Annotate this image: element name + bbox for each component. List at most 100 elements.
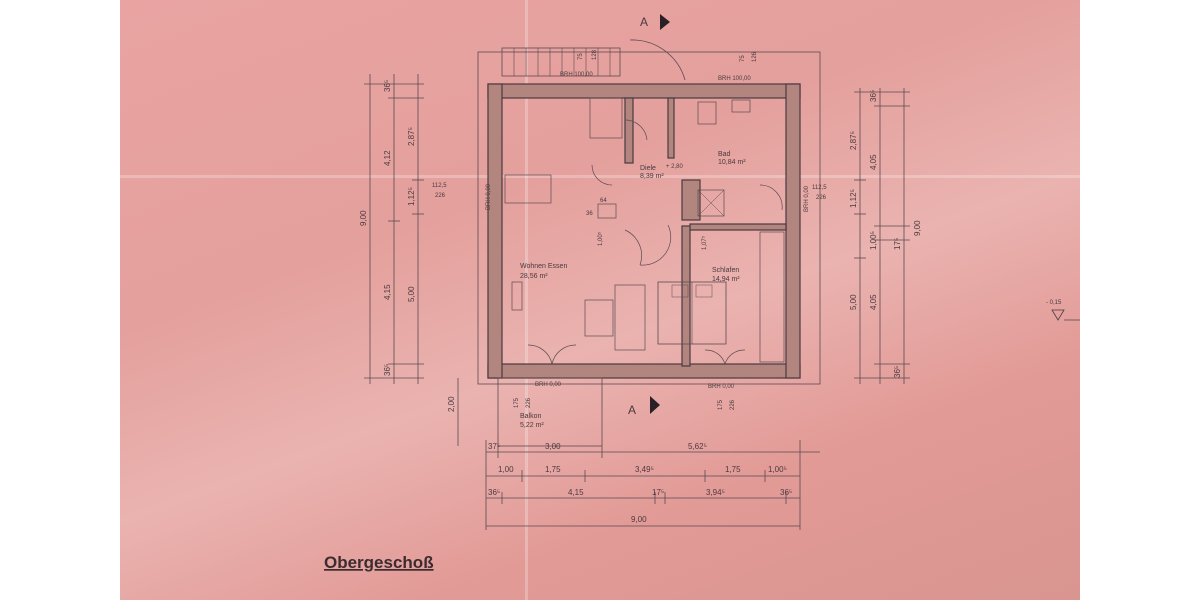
svg-text:3,94⁵: 3,94⁵ — [706, 488, 725, 497]
room-area-diele: 8,39 m² — [640, 173, 664, 180]
bath-partition — [667, 97, 675, 159]
dim-label: 128 — [592, 49, 598, 60]
svg-text:17⁵: 17⁵ — [893, 238, 902, 250]
dim-label: 175 — [514, 397, 520, 408]
dim-label: 75 — [578, 53, 584, 60]
svg-text:36⁵: 36⁵ — [488, 488, 500, 497]
level-label-diele: + 2,80 — [666, 164, 684, 170]
doors — [527, 39, 783, 365]
svg-text:A: A — [640, 15, 648, 29]
east-wall — [785, 83, 801, 379]
dimension-labels-left: 9,00 36⁵ 4,12 4,15 36⁵ 2,87⁵ 1,12⁵ 5,00 — [359, 80, 416, 376]
bedroom-partition-north — [689, 223, 787, 231]
svg-text:5,00: 5,00 — [407, 286, 416, 302]
room-label-schlafen: Schlafen — [712, 267, 739, 274]
sofa — [614, 284, 646, 351]
furniture — [504, 97, 785, 363]
svg-text:17⁵: 17⁵ — [652, 488, 664, 497]
plan-sheet: A A - 0,15 Wohnen Essen 28,56 m² Diele 8… — [120, 0, 1080, 600]
section-marker-top: A — [640, 14, 670, 30]
dimension-chain-left — [364, 74, 424, 384]
kitchen-partition — [624, 97, 634, 164]
brh-label: BRH 0,00 — [535, 382, 562, 388]
dim-label: 126 — [752, 51, 758, 62]
svg-text:1,12⁵: 1,12⁵ — [407, 187, 416, 206]
fold-crease — [120, 175, 1080, 178]
fold-crease — [525, 0, 528, 600]
brh-label: BRH 100,00 — [718, 76, 751, 82]
pillow — [671, 284, 689, 298]
svg-text:5,00: 5,00 — [849, 294, 858, 310]
svg-text:1,00⁵: 1,00⁵ — [869, 231, 878, 250]
washbasin — [731, 99, 751, 113]
dim-label: 226 — [526, 397, 532, 408]
dining-table — [504, 174, 552, 204]
floor-plan-drawing: A A - 0,15 Wohnen Essen 28,56 m² Diele 8… — [324, 14, 1080, 572]
svg-text:9,00: 9,00 — [631, 515, 647, 524]
dim-label: 226 — [730, 399, 736, 410]
west-wall — [487, 83, 503, 379]
svg-text:2,87⁵: 2,87⁵ — [407, 127, 416, 146]
dimension-labels-right: 2,87⁵ 1,12⁵ 1,00⁵ 5,00 36⁵ 4,05 17⁵ 4,05… — [849, 90, 922, 378]
dimension-chain-bottom — [485, 440, 820, 530]
shaft — [681, 179, 701, 221]
svg-text:36⁵: 36⁵ — [869, 90, 878, 102]
bedroom-partition-west — [681, 225, 691, 367]
stairs — [501, 47, 621, 77]
svg-text:1,00⁵: 1,00⁵ — [768, 465, 787, 474]
brh-label: BRH 0,00 — [486, 183, 492, 210]
room-label-balkon: Balkon — [520, 413, 542, 420]
room-area-schlafen: 14,94 m² — [712, 276, 740, 283]
svg-text:4,05: 4,05 — [869, 154, 878, 170]
room-area-balkon: 5,22 m² — [520, 422, 544, 429]
toilet — [697, 101, 717, 125]
svg-text:4,15: 4,15 — [568, 488, 584, 497]
dim-label: 1,00⁵ — [597, 231, 604, 246]
window-label: 226 — [435, 193, 446, 199]
coffee-table — [584, 299, 614, 337]
brh-label: BRH 0,00 — [804, 185, 810, 212]
window-label: 112,5 — [432, 183, 447, 189]
svg-text:9,00: 9,00 — [913, 220, 922, 236]
south-wall — [487, 363, 801, 379]
svg-text:9,00: 9,00 — [359, 210, 368, 226]
dim-label: 1,07⁵ — [701, 235, 708, 250]
exterior-walls — [487, 83, 801, 379]
dim-label: 36 — [586, 211, 593, 217]
svg-text:1,12⁵: 1,12⁵ — [849, 189, 858, 208]
dim-label: 2,00 — [447, 396, 456, 412]
svg-text:36⁵: 36⁵ — [780, 488, 792, 497]
shower — [697, 189, 725, 217]
svg-text:1,75: 1,75 — [545, 465, 561, 474]
room-area-wohnen: 28,56 m² — [520, 273, 548, 280]
svg-text:2,87⁵: 2,87⁵ — [849, 131, 858, 150]
svg-text:36⁵: 36⁵ — [383, 364, 392, 376]
sheet-title: Obergeschoß — [324, 553, 434, 572]
outline-frame — [477, 51, 821, 385]
dimension-labels-bottom: 37⁵ 3,00 5,62⁵ 1,00 1,75 3,49⁵ 1,75 1,00… — [488, 442, 792, 524]
kitchen-counter — [589, 97, 623, 139]
brh-label: BRH 0,00 — [708, 384, 735, 390]
dim-label: 64 — [600, 198, 607, 204]
svg-text:4,12: 4,12 — [383, 150, 392, 166]
dim-label: 175 — [718, 399, 724, 410]
tv-unit — [511, 281, 523, 311]
svg-text:37⁵: 37⁵ — [488, 442, 500, 451]
room-label-wohnen: Wohnen Essen — [520, 263, 567, 270]
svg-text:1,00: 1,00 — [498, 465, 514, 474]
brh-label: BRH 100,00 — [560, 72, 593, 78]
wardrobe — [759, 231, 785, 363]
svg-text:36⁵: 36⁵ — [893, 366, 902, 378]
room-area-bad: 10,84 m² — [718, 159, 746, 166]
balcony-outline — [497, 377, 603, 447]
room-label-diele: Diele — [640, 165, 656, 172]
dimension-chain-right — [854, 88, 910, 384]
interior-walls — [624, 97, 787, 367]
svg-text:36⁵: 36⁵ — [383, 80, 392, 92]
room-label-bad: Bad — [718, 151, 731, 158]
dim-label: 75 — [740, 55, 746, 62]
svg-text:5,62⁵: 5,62⁵ — [688, 442, 707, 451]
svg-text:1,75: 1,75 — [725, 465, 741, 474]
window-label: 226 — [816, 195, 827, 201]
window-label: 112,5 — [812, 185, 827, 191]
